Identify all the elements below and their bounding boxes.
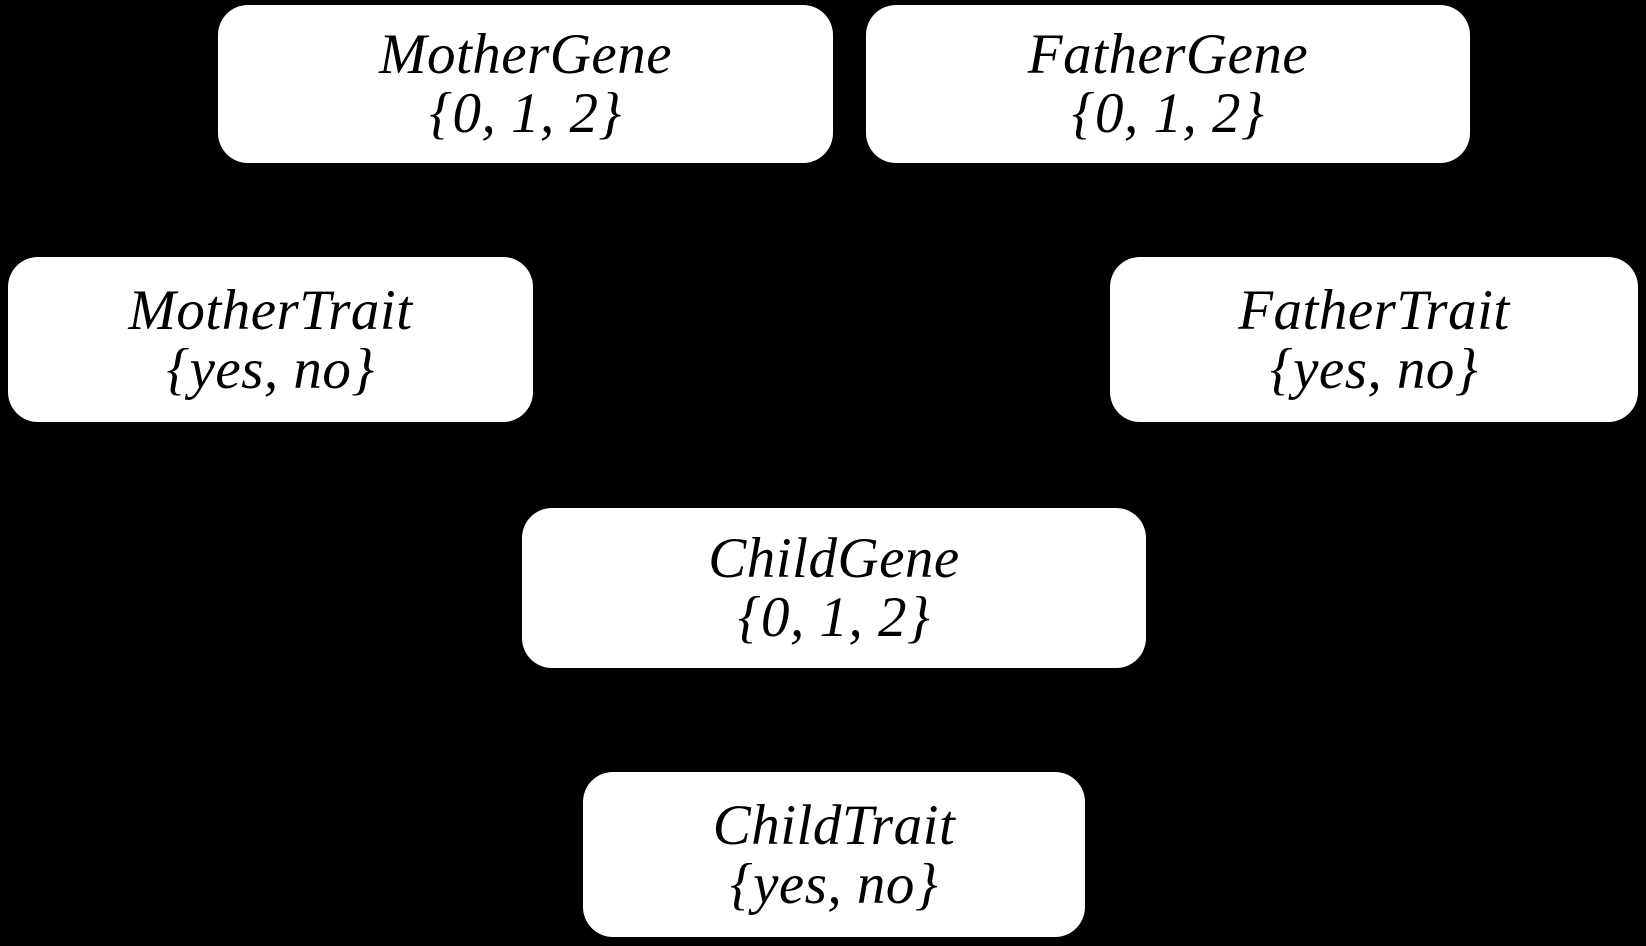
- node-mother-gene-domain: {0, 1, 2}: [429, 82, 622, 145]
- node-child-gene-label: ChildGene: [708, 527, 960, 590]
- node-father-trait-domain: {yes, no}: [1269, 337, 1479, 401]
- node-child-trait[interactable]: ChildTrait {yes, no}: [583, 772, 1085, 937]
- node-child-trait-label: ChildTrait: [712, 793, 956, 857]
- node-child-gene-domain: {0, 1, 2}: [737, 586, 931, 649]
- node-child-gene[interactable]: ChildGene {0, 1, 2}: [522, 508, 1146, 668]
- node-mother-trait-domain: {yes, no}: [166, 337, 375, 401]
- node-father-gene[interactable]: FatherGene {0, 1, 2}: [866, 5, 1470, 163]
- node-father-gene-domain: {0, 1, 2}: [1071, 82, 1265, 145]
- node-father-trait-label: FatherTrait: [1238, 278, 1510, 342]
- node-mother-trait-label: MotherTrait: [128, 278, 413, 342]
- node-father-trait[interactable]: FatherTrait {yes, no}: [1110, 257, 1638, 422]
- node-father-gene-label: FatherGene: [1027, 23, 1309, 86]
- node-mother-gene-label: MotherGene: [378, 23, 673, 86]
- node-mother-gene[interactable]: MotherGene {0, 1, 2}: [218, 5, 833, 163]
- node-mother-trait[interactable]: MotherTrait {yes, no}: [8, 257, 533, 422]
- node-child-trait-domain: {yes, no}: [729, 852, 939, 916]
